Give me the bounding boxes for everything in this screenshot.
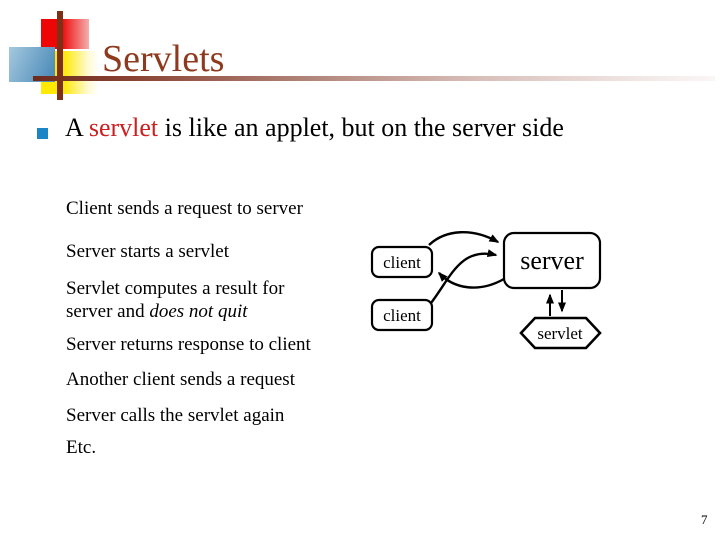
client2-label: client — [383, 306, 421, 325]
arrow-client2-to-server — [430, 249, 498, 304]
logo-vertical-line — [57, 11, 63, 100]
bullet-text-highlight: servlet — [88, 113, 159, 142]
bullet-text-post: is like an applet, but on the server sid… — [158, 113, 564, 142]
page-number: 7 — [701, 512, 708, 527]
arrow-server-to-client1 — [437, 271, 505, 289]
server-label: server — [520, 246, 584, 275]
step-servlet-computes-line2: server and — [66, 301, 150, 322]
client-server-diagram: client client server servlet — [370, 231, 602, 350]
slide-title: Servlets — [102, 38, 225, 80]
step-does-not-quit: does not quit — [149, 301, 248, 322]
bullet-statement: A servlet is like an applet, but on the … — [65, 112, 564, 144]
bullet-square-icon — [37, 128, 48, 139]
logo-red-square — [41, 19, 89, 49]
arrow-client1-to-server — [428, 231, 500, 246]
servlet-hexagon — [519, 316, 602, 350]
client-box-2 — [370, 298, 434, 332]
servlet-label: servlet — [537, 324, 583, 343]
bullet-text-pre: A — [65, 113, 89, 142]
client1-label: client — [383, 253, 421, 272]
server-box — [502, 231, 602, 290]
step-client-request: Client sends a request to server — [66, 198, 303, 219]
client-box-1 — [370, 245, 434, 279]
step-servlet-computes-line1: Servlet computes a result for — [66, 278, 285, 299]
step-another-client: Another client sends a request — [66, 369, 295, 390]
title-underline-rule — [33, 76, 715, 81]
step-etc: Etc. — [66, 437, 97, 458]
step-server-starts: Server starts a servlet — [66, 241, 230, 262]
step-server-calls: Server calls the servlet again — [66, 405, 285, 426]
step-server-returns: Server returns response to client — [66, 334, 311, 355]
